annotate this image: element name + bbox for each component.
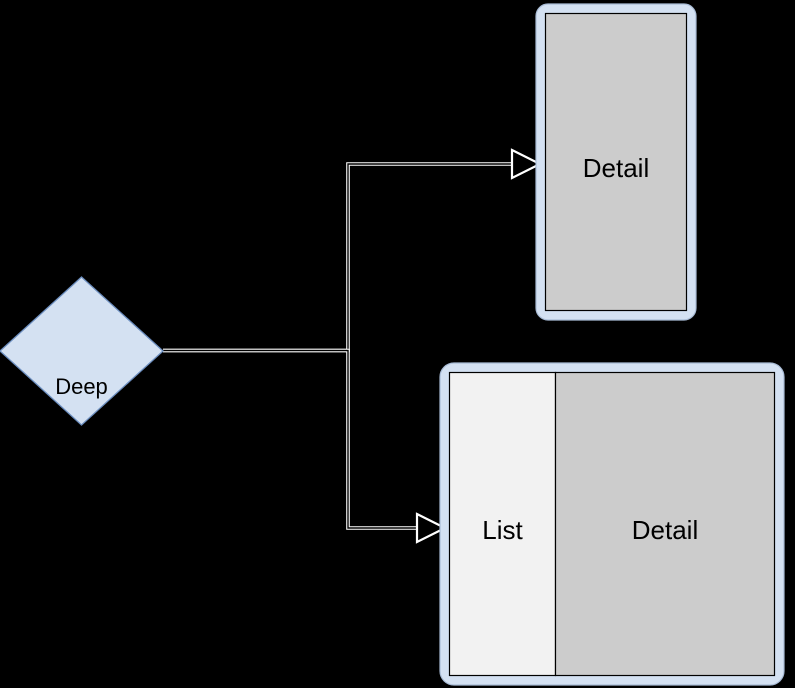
node-phone-detail[interactable]	[535, 3, 697, 321]
connector-upper-line	[163, 162, 515, 353]
connector-deep-link-to-tablet[interactable]	[163, 348, 448, 544]
arrowhead-to-phone-detail	[510, 148, 543, 180]
deep-link-diamond-shape	[0, 276, 164, 426]
arrowhead-to-tablet	[415, 512, 448, 544]
phone-detail-screen	[544, 12, 688, 312]
node-tablet-list-detail[interactable]	[439, 362, 785, 686]
node-deep-link[interactable]	[0, 276, 164, 426]
connector-lower-line	[163, 348, 420, 530]
connector-deep-link-to-phone-detail[interactable]	[163, 148, 543, 353]
tablet-detail-pane[interactable]	[554, 371, 776, 677]
connector-lower-line-core	[163, 349, 420, 529]
tablet-list-pane[interactable]	[448, 371, 557, 677]
connector-upper-line-core	[163, 163, 515, 352]
